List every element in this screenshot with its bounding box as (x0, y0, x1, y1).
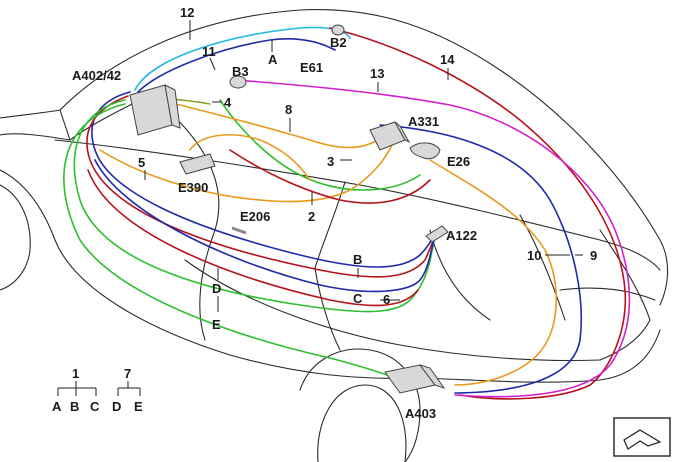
wire-orange-loop (189, 134, 311, 181)
wire-harnesses (63, 26, 631, 400)
module-a122 (425, 225, 449, 243)
label-a403: A403 (405, 406, 436, 421)
label-3: 3 (327, 154, 334, 169)
label-14: 14 (440, 52, 455, 67)
label-c: C (353, 291, 363, 306)
module-a331 (369, 121, 411, 151)
label-13: 13 (370, 66, 384, 81)
label-5: 5 (138, 155, 145, 170)
wire-blue-9 (379, 124, 583, 394)
wire-green-main (73, 99, 435, 313)
wire-blue-6 (94, 159, 435, 293)
label-a402: A402/42 (72, 68, 121, 83)
label-4: 4 (224, 95, 232, 110)
label-11: 11 (202, 44, 216, 59)
wire-blue-main (91, 91, 437, 268)
trunk-edge (559, 287, 656, 301)
wire-orange-5 (99, 144, 393, 203)
label-e: E (212, 317, 221, 332)
label-e390: E390 (178, 180, 208, 195)
light-e206 (231, 226, 247, 235)
roof-outline (59, 9, 669, 306)
hood-line (0, 109, 71, 141)
components (129, 24, 449, 394)
label-b3: B3 (232, 64, 249, 79)
label-a: A (268, 52, 278, 67)
legend-1-child-b: B (70, 399, 79, 414)
legend-7-child-e: E (134, 399, 143, 414)
lamp-e26 (409, 142, 441, 160)
rear-wheel (317, 384, 407, 462)
light-e390 (179, 153, 216, 175)
rear-door-line (314, 267, 341, 351)
rear-wheel-arch (299, 348, 421, 462)
legend-tree-1: 1 A B C (52, 366, 100, 414)
sensor-b2 (331, 24, 345, 36)
label-2: 2 (308, 209, 315, 224)
leader-lines (144, 20, 583, 312)
sensor-b3 (229, 75, 247, 89)
label-e26: E26 (447, 154, 470, 169)
vehicle-orientation-icon (613, 417, 671, 457)
label-e61: E61 (300, 60, 323, 75)
legend-1-child-a: A (52, 399, 62, 414)
rear-quarter-line (429, 229, 491, 321)
wire-green-a331 (219, 99, 421, 191)
wire-magenta-13 (234, 79, 631, 398)
legend-7-parent: 7 (124, 366, 131, 381)
label-e206: E206 (240, 209, 270, 224)
label-d: D (212, 281, 221, 296)
callout-labels: 12 B2 11 A E61 14 A402/42 B3 13 4 8 A331… (72, 5, 597, 421)
wire-orange-8 (159, 99, 379, 149)
wire-red-2 (229, 149, 431, 204)
front-wheel-arch (0, 184, 31, 291)
label-b: B (353, 252, 362, 267)
b-pillar (314, 181, 346, 269)
front-door-line (199, 229, 216, 341)
wire-red-main (86, 95, 437, 278)
legend-7-child-d: D (112, 399, 121, 414)
rear-bumper (419, 329, 661, 383)
legend-1-child-c: C (90, 399, 100, 414)
label-10: 10 (527, 248, 541, 263)
beltline (54, 139, 661, 271)
legend-1-parent: 1 (72, 366, 79, 381)
wire-blue-11 (137, 37, 336, 93)
legend-tree-7: 7 D E (112, 366, 143, 414)
module-a403 (384, 364, 446, 394)
label-6: 6 (383, 292, 390, 307)
label-a122: A122 (446, 228, 477, 243)
wire-orange-10 (429, 159, 557, 386)
wire-green-lower (63, 103, 396, 379)
module-a402 (129, 84, 181, 136)
wire-red-6 (87, 169, 419, 307)
label-9: 9 (590, 248, 597, 263)
label-12: 12 (180, 5, 194, 20)
label-8: 8 (285, 102, 292, 117)
c-pillar (519, 214, 566, 321)
front-hood-edge (0, 169, 421, 379)
label-b2: B2 (330, 35, 347, 50)
sill-line (184, 259, 601, 362)
label-a331: A331 (408, 114, 439, 129)
wire-red-14 (329, 27, 627, 400)
rear-window (599, 229, 651, 361)
